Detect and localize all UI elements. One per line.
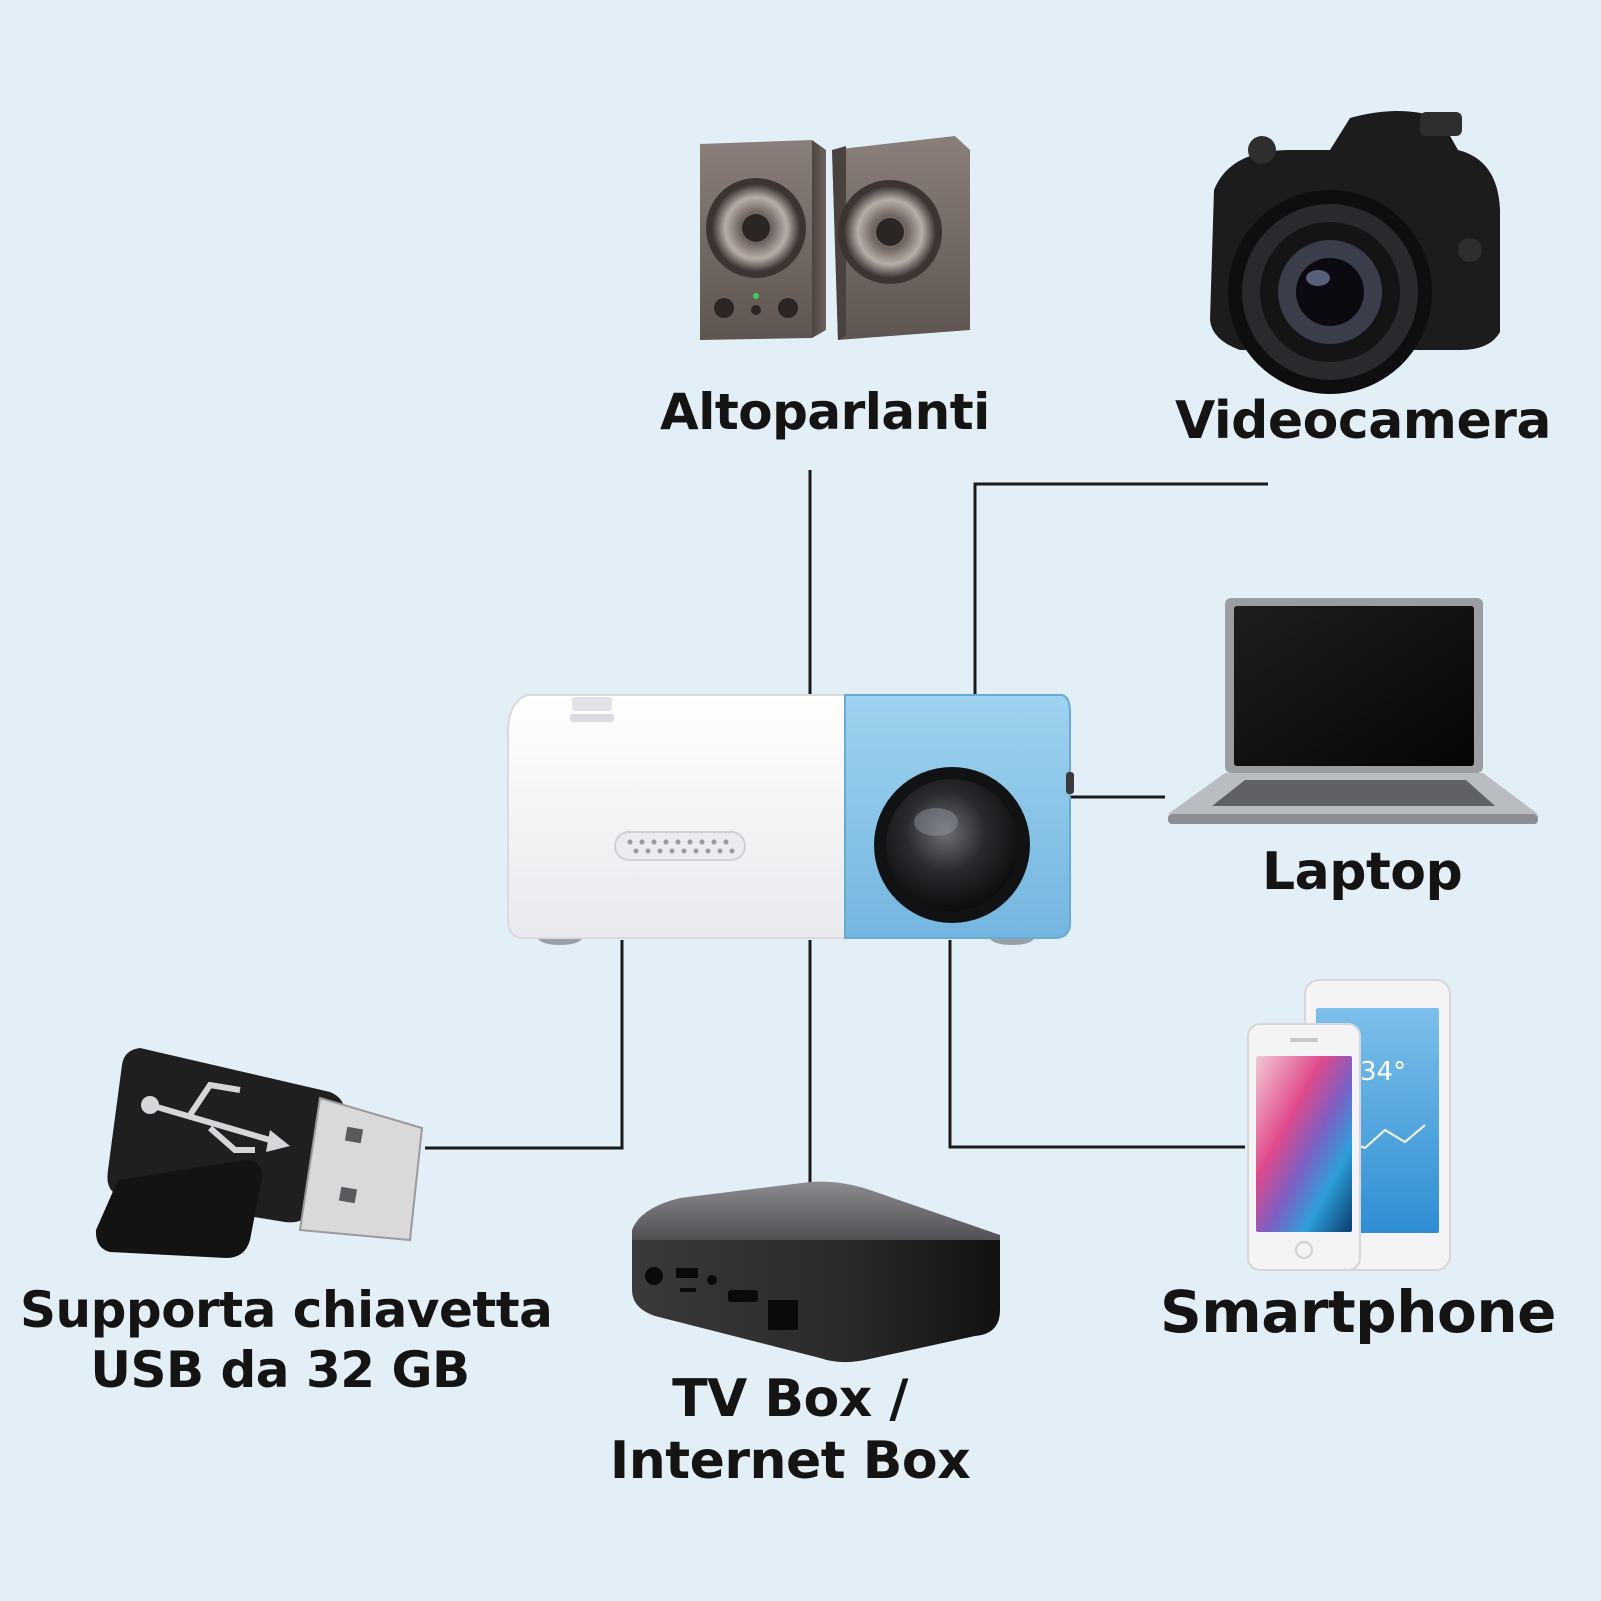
label-tvbox: TV Box / Internet Box xyxy=(600,1369,980,1492)
smartphone-icon: 34° xyxy=(1247,979,1451,1271)
label-tvbox-line1: TV Box / xyxy=(672,1369,908,1429)
projector-icon xyxy=(507,694,1074,945)
camera-icon xyxy=(1210,111,1500,394)
label-usb: Supporta chiavetta USB da 32 GB xyxy=(20,1281,553,1399)
label-camera: Videocamera xyxy=(1175,391,1551,451)
label-speakers: Altoparlanti xyxy=(660,383,990,441)
connection-lines xyxy=(425,470,1268,1185)
label-tvbox-line2: Internet Box xyxy=(609,1431,971,1492)
speakers-icon xyxy=(700,136,970,340)
usb-stick-icon xyxy=(95,1048,424,1258)
label-laptop: Laptop xyxy=(1262,842,1463,902)
label-usb-line2: USB da 32 GB xyxy=(90,1341,470,1399)
laptop-icon xyxy=(1168,598,1538,824)
line-smartphone xyxy=(948,940,1245,1149)
svg-text:34°: 34° xyxy=(1360,1057,1406,1087)
label-usb-line1: Supporta chiavetta xyxy=(20,1281,553,1339)
line-usb xyxy=(425,940,624,1150)
label-smartphone: Smartphone xyxy=(1160,1278,1556,1346)
line-camera xyxy=(973,482,1268,695)
tv-box-icon xyxy=(632,1181,1000,1363)
